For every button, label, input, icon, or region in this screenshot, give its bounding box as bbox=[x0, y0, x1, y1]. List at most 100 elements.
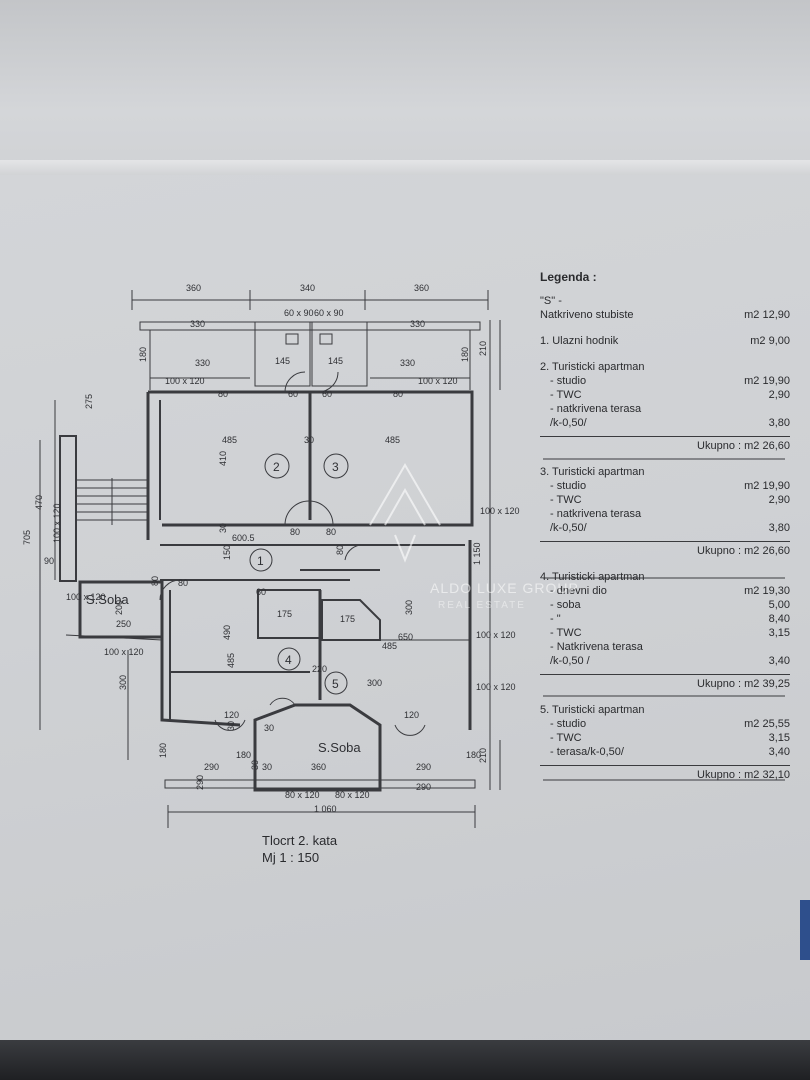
dim-label: 60 bbox=[288, 389, 298, 399]
dim-label: 100 x 120 bbox=[52, 503, 62, 543]
legend-item-3-total: Ukupno : m2 26,60 bbox=[540, 541, 790, 558]
dim-label: 30 bbox=[226, 721, 236, 731]
dim-label: 145 bbox=[328, 356, 343, 366]
legend-item-2-twc-area: 2,90 bbox=[768, 389, 790, 401]
legend-item-2-twc: - TWC bbox=[550, 389, 582, 401]
twc-room-3 bbox=[311, 321, 368, 387]
legend-item-3-twc: - TWC bbox=[550, 494, 582, 506]
plan-title: Tlocrt 2. kata bbox=[262, 833, 338, 848]
legend-item-2-k: /k-0,50/ bbox=[550, 417, 587, 429]
room-label-s-soba: S.Soba bbox=[318, 740, 361, 755]
legend-item-4-terrace: - Natkrivena terasa bbox=[550, 641, 643, 653]
legend-item-5-twc-area: 3,15 bbox=[768, 732, 790, 744]
dim-label: 120 bbox=[224, 710, 239, 720]
legend-s-name: Natkriveno stubiste bbox=[540, 309, 634, 321]
legend-item-2-studio: - studio bbox=[550, 375, 587, 387]
dim-label: 30 bbox=[250, 760, 260, 770]
dim-label: 210 bbox=[478, 748, 488, 763]
legend-item-2-terrace-area: 3,80 bbox=[768, 417, 790, 429]
plan-caption: Tlocrt 2. kata Mj 1 : 150 bbox=[262, 832, 337, 866]
dim-label: 410 bbox=[218, 451, 228, 466]
dim-label: 100 x 120 bbox=[165, 376, 205, 386]
dim-label: 490 bbox=[222, 625, 232, 640]
dim-label: 290 bbox=[416, 762, 431, 772]
room-number-5: 5 bbox=[332, 677, 339, 691]
dim-label: 80 x 120 bbox=[285, 790, 320, 800]
dim-label: 330 bbox=[410, 319, 425, 329]
dim-label: 330 bbox=[190, 319, 205, 329]
legend-item-4-room2: - " bbox=[550, 613, 561, 625]
legend-item-3-k: /k-0,50/ bbox=[550, 522, 587, 534]
room-number-1: 1 bbox=[257, 554, 264, 568]
dim-label: 290 bbox=[195, 775, 205, 790]
dim-label: 100 x 120 bbox=[476, 630, 516, 640]
dim-label: 180 bbox=[138, 347, 148, 362]
legend-item-3-terrace-area: 3,80 bbox=[768, 522, 790, 534]
room-label-s-soba: S.Soba bbox=[86, 592, 129, 607]
stair-outer bbox=[59, 435, 77, 582]
room-marker-3 bbox=[323, 453, 349, 479]
dim-label: 275 bbox=[84, 394, 94, 409]
watermark-subtext: REAL ESTATE bbox=[438, 600, 526, 611]
twc-room-4 bbox=[257, 589, 321, 639]
dim-label: 1 150 bbox=[472, 542, 482, 565]
legend-item-2-total: Ukupno : m2 26,60 bbox=[540, 436, 790, 453]
legend-item-4-k: /k-0,50 / bbox=[550, 655, 590, 667]
stairs bbox=[76, 478, 148, 525]
legend-item-1-area: m2 9,00 bbox=[750, 335, 790, 347]
legend-item-5-twc: - TWC bbox=[550, 732, 582, 744]
dim-label: 100 x 120 bbox=[104, 647, 144, 657]
legend-s-label: "S" - bbox=[540, 295, 562, 307]
room-number-4: 4 bbox=[285, 653, 292, 667]
dim-label-top: 360 bbox=[414, 283, 429, 293]
wall-lower-left bbox=[160, 580, 241, 727]
legend-item-3-studio-area: m2 19,90 bbox=[744, 480, 790, 492]
legend-item-4-living: - dnevni dio bbox=[550, 585, 607, 597]
room-number-2: 2 bbox=[273, 460, 280, 474]
legend-item-4-room-area: 5,00 bbox=[768, 599, 790, 611]
dim-label: 1 060 bbox=[314, 804, 337, 814]
legend-item-2: 2. Turisticki apartman bbox=[540, 361, 645, 373]
legend-item-3-studio: - studio bbox=[550, 480, 587, 492]
dim-label: 90 bbox=[44, 556, 54, 566]
legend-item-4-twc: - TWC bbox=[550, 627, 582, 639]
dim-label: 80 bbox=[393, 389, 403, 399]
dim-label: 290 bbox=[416, 782, 431, 792]
dim-label: 290 bbox=[204, 762, 219, 772]
dim-label: 80 x 120 bbox=[335, 790, 370, 800]
dim-label: 485 bbox=[385, 435, 400, 445]
dim-label: 80 bbox=[178, 578, 188, 588]
dim-label: 330 bbox=[195, 358, 210, 368]
dim-label: 360 bbox=[311, 762, 326, 772]
legend-item-5-terrace-area: 3,40 bbox=[768, 746, 790, 758]
legend-item-1: 1. Ulazni hodnik bbox=[540, 335, 619, 347]
background-sheet bbox=[0, 0, 810, 185]
room-marker-4 bbox=[277, 647, 301, 671]
twc-room-5 bbox=[321, 599, 381, 641]
dim-label: 250 bbox=[116, 619, 131, 629]
dim-label: 120 bbox=[404, 710, 419, 720]
dim-label: 30 bbox=[218, 523, 228, 533]
dim-label: 650 bbox=[398, 632, 413, 642]
dim-label: 80 bbox=[326, 527, 336, 537]
room-number-3: 3 bbox=[332, 460, 339, 474]
dim-label: 60 x 90 bbox=[314, 308, 344, 318]
dim-label: 470 bbox=[34, 495, 44, 510]
dim-label: 180 bbox=[158, 743, 168, 758]
dim-label: 30 bbox=[264, 723, 274, 733]
dim-label: 300 bbox=[367, 678, 382, 688]
room-marker-2 bbox=[264, 453, 290, 479]
blue-object-edge bbox=[800, 900, 810, 960]
balcony-rail-bottom bbox=[164, 779, 476, 789]
watermark-text: ALDO LUXE GROUP bbox=[430, 580, 579, 596]
dim-label: 600.5 bbox=[232, 533, 255, 543]
legend-item-3-terrace: - natkrivena terasa bbox=[550, 508, 642, 520]
dim-label: 100 x 120 bbox=[418, 376, 458, 386]
legend-item-4-total: Ukupno : m2 39,25 bbox=[540, 674, 790, 691]
dim-label: 175 bbox=[340, 614, 355, 624]
dim-label: 60 x 90 bbox=[284, 308, 314, 318]
dim-label: 30 bbox=[304, 435, 314, 445]
dim-label: 300 bbox=[118, 675, 128, 690]
dim-label-top: 360 bbox=[186, 283, 201, 293]
legend-item-5-studio-area: m2 25,55 bbox=[744, 718, 790, 730]
